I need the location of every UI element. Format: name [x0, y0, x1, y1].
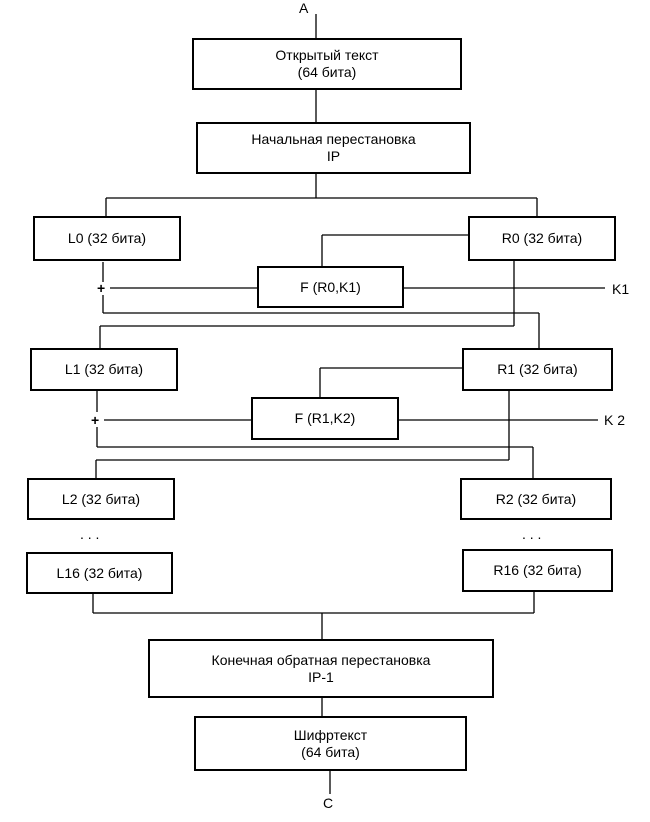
xor-symbol-1: +	[97, 280, 106, 296]
l2-box: L2 (32 бита)	[27, 478, 175, 520]
xor-symbol-2: +	[91, 412, 100, 428]
l0-label: L0 (32 бита)	[67, 230, 147, 246]
plaintext-box: Открытый текст (64 бита)	[192, 38, 462, 90]
l16-box: L16 (32 бита)	[26, 552, 173, 594]
r0-box: R0 (32 бита)	[468, 216, 616, 261]
final-permutation-label: Конечная обратная перестановка	[211, 651, 431, 668]
l1-label: L1 (32 бита)	[64, 361, 144, 377]
plaintext-size: (64 бита)	[297, 64, 357, 80]
plaintext-label: Открытый текст	[275, 47, 379, 63]
initial-permutation-code: IP	[326, 148, 341, 164]
r0-label: R0 (32 бита)	[501, 230, 583, 246]
final-permutation-code: IP-1	[308, 668, 334, 685]
ellipsis-right: . . .	[522, 526, 542, 542]
f2-box: F (R1,K2)	[251, 397, 399, 440]
initial-permutation-box: Начальная перестановка IP	[196, 122, 471, 174]
r16-box: R16 (32 бита)	[462, 549, 613, 592]
f1-label: F (R0,K1)	[300, 278, 361, 295]
l0-box: L0 (32 бита)	[33, 216, 181, 261]
ciphertext-size: (64 бита)	[301, 743, 360, 760]
l2-label: L2 (32 бита)	[61, 490, 141, 507]
input-label: A	[299, 0, 309, 16]
r1-box: R1 (32 бита)	[462, 348, 613, 391]
r16-label: R16 (32 бита)	[493, 562, 582, 578]
r2-box: R2 (32 бита)	[460, 478, 612, 520]
f1-box: F (R0,K1)	[257, 266, 404, 308]
key2-label: K 2	[604, 412, 626, 428]
ciphertext-label: Шифртекст	[293, 726, 368, 743]
initial-permutation-label: Начальная перестановка	[251, 131, 416, 147]
final-permutation-box: Конечная обратная перестановка IP-1	[148, 639, 494, 698]
ciphertext-box: Шифртекст (64 бита)	[194, 716, 467, 771]
key1-label: K1	[612, 281, 630, 297]
output-label: C	[323, 795, 334, 811]
ellipsis-left: . . .	[80, 526, 100, 542]
f2-label: F (R1,K2)	[294, 410, 356, 426]
l16-label: L16 (32 бита)	[56, 564, 143, 581]
r2-label: R2 (32 бита)	[495, 490, 577, 507]
r1-label: R1 (32 бита)	[497, 361, 578, 377]
l1-box: L1 (32 бита)	[30, 348, 178, 391]
